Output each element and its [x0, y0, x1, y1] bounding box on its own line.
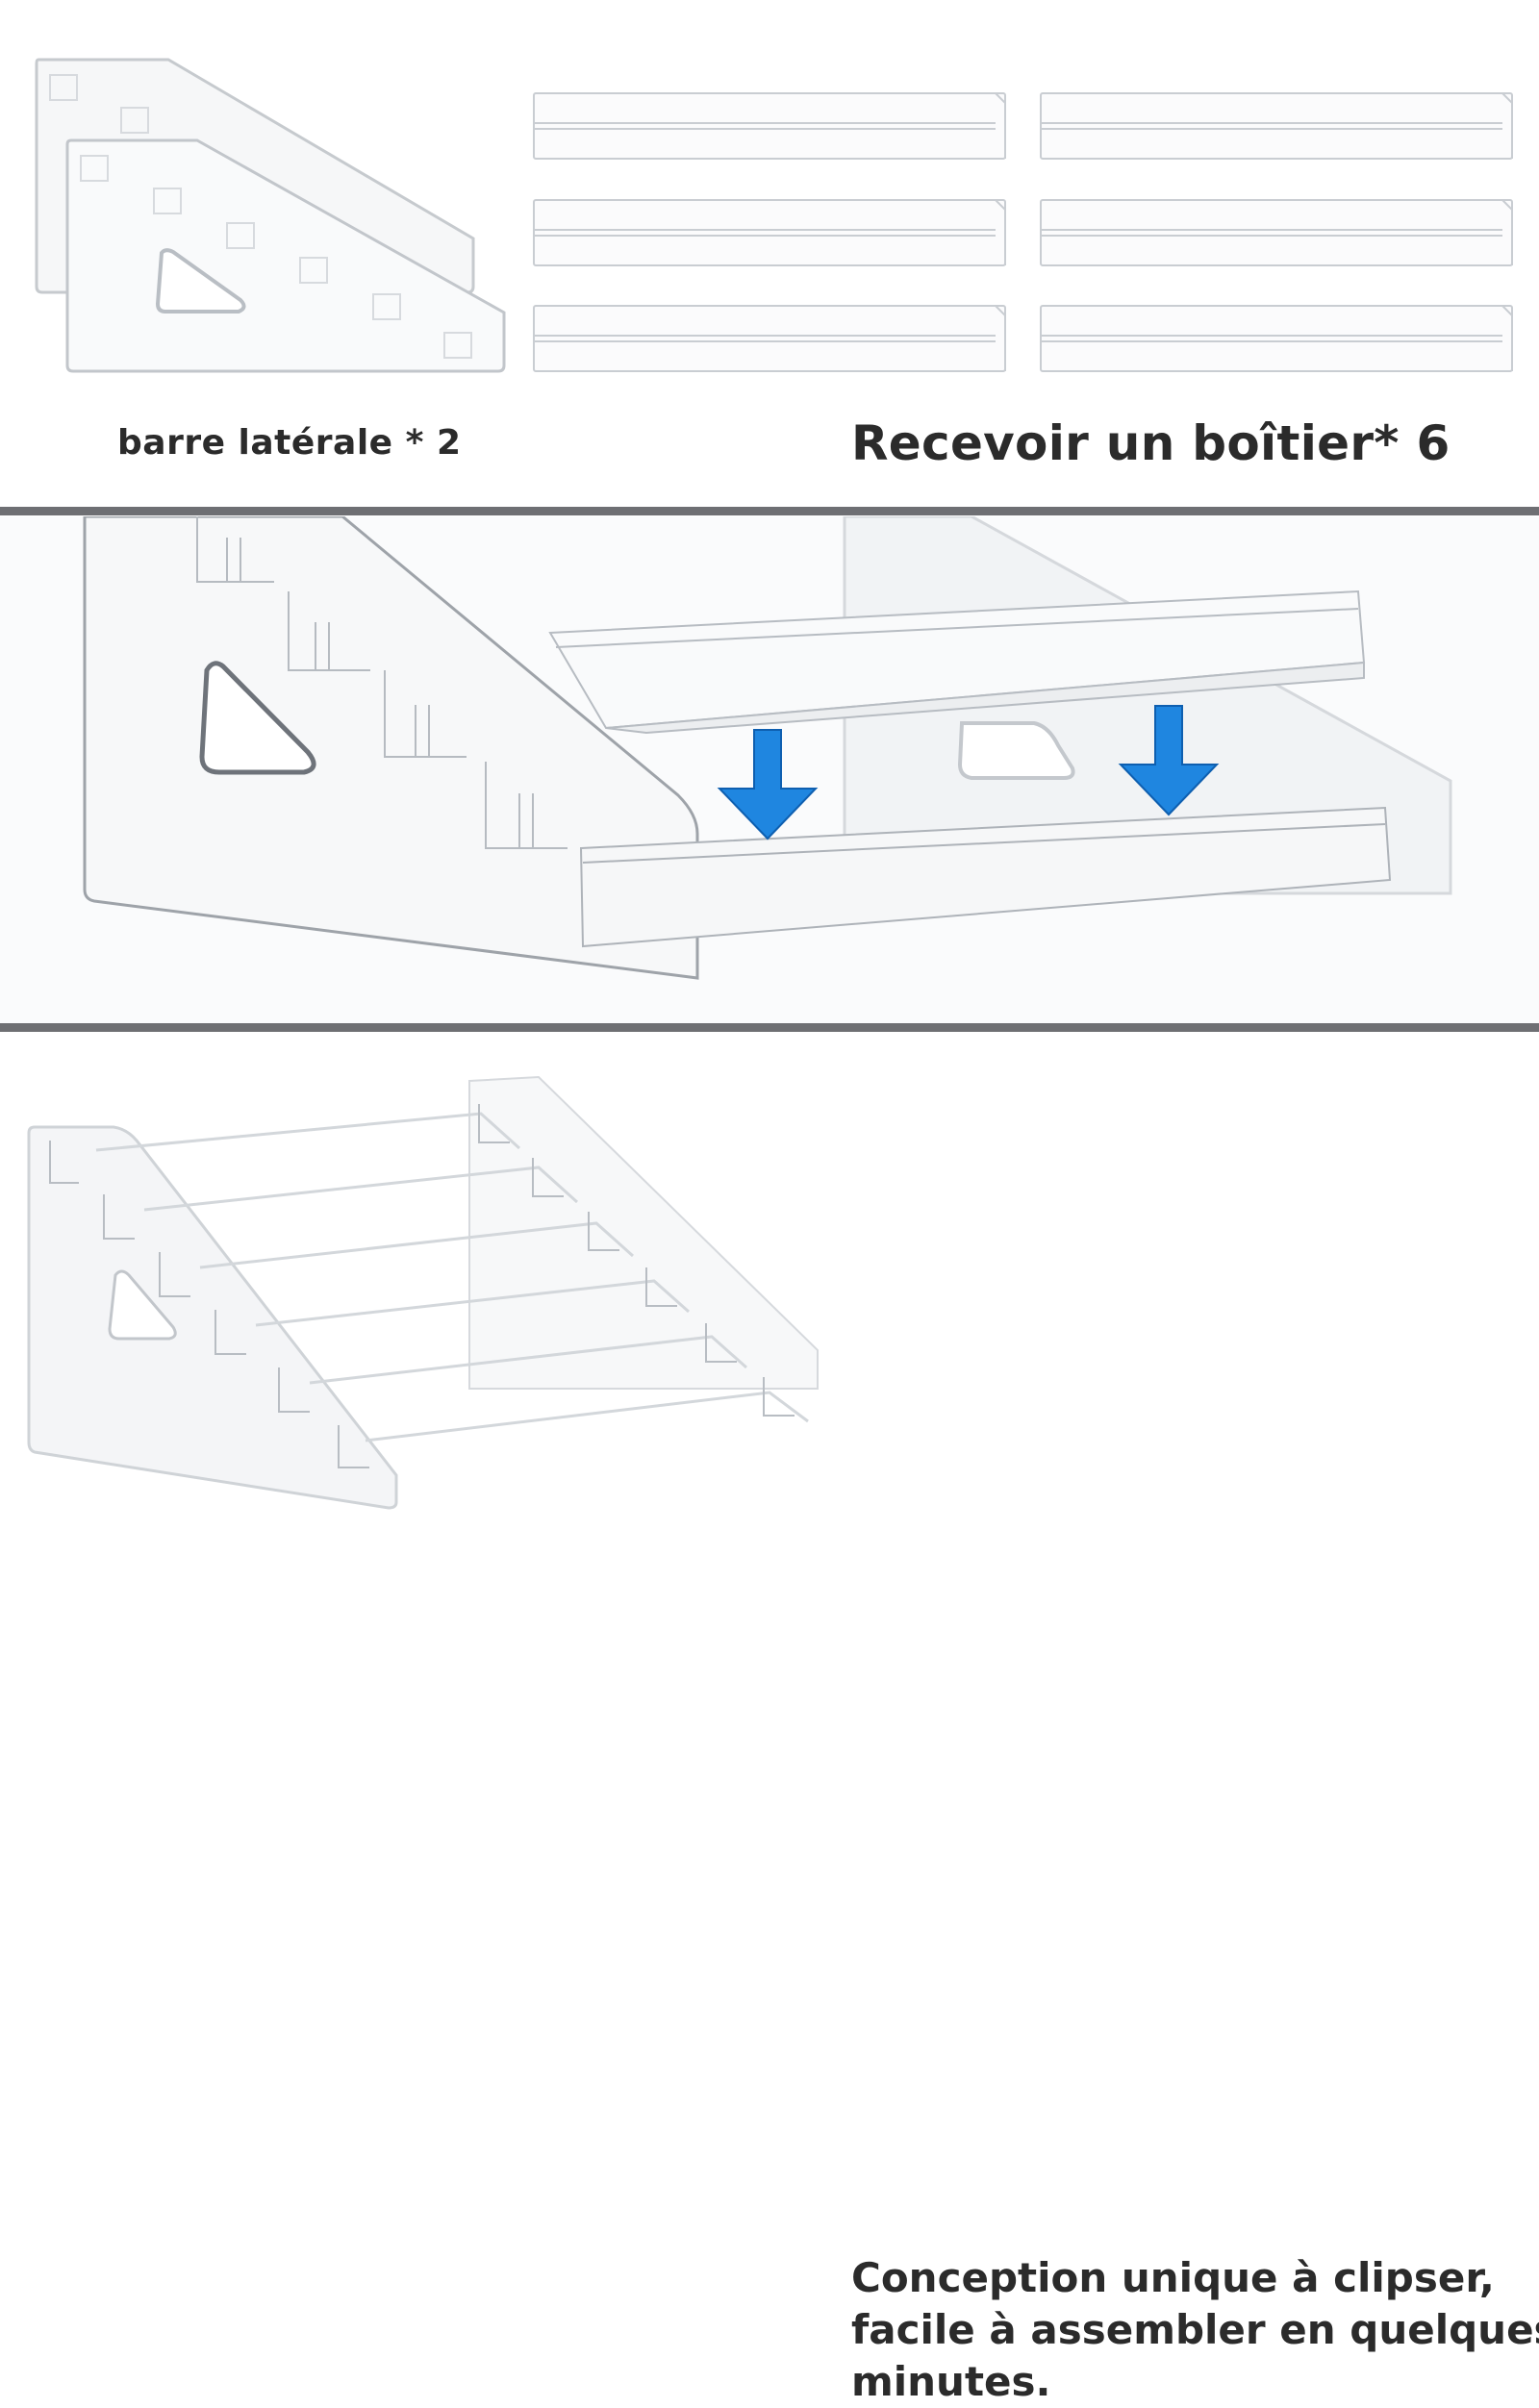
- box-installed: [579, 806, 1392, 948]
- stand-side-panel: [27, 1125, 398, 1510]
- box-inserting: [548, 589, 1366, 735]
- tagline: Conception unique à clipser, facile à as…: [851, 2252, 1539, 2408]
- side-bar-slots: [49, 74, 472, 359]
- clip-hooks: [196, 516, 568, 849]
- side-bar-front: [65, 138, 506, 373]
- storage-box: [533, 199, 1006, 266]
- assembly-illustration: [83, 516, 1452, 980]
- tagline-line: minutes.: [851, 2358, 1051, 2405]
- down-arrow-icon: [1118, 705, 1220, 816]
- assembly-panel: [0, 516, 1539, 1023]
- down-arrow-icon: [717, 729, 819, 840]
- tagline-line: facile à assembler en quelques: [851, 2306, 1539, 2353]
- storage-box: [533, 92, 1006, 160]
- parts-panel: barre latérale * 2 Recevoir un boîtier* …: [0, 0, 1539, 507]
- storage-box: [1040, 92, 1513, 160]
- parts-illustration: [35, 58, 1513, 373]
- stand-back-panel: [468, 1075, 819, 1390]
- tagline-line: Conception unique à clipser,: [851, 2254, 1495, 2301]
- storage-box: [1040, 199, 1513, 266]
- box-caption: Recevoir un boîtier* 6: [851, 415, 1451, 471]
- stand-clips: [49, 1104, 795, 1468]
- divider: [0, 507, 1539, 515]
- storage-box: [533, 305, 1006, 372]
- storage-boxes: [533, 92, 1513, 372]
- finished-panel: Conception unique à clipser, facile à as…: [0, 1033, 1539, 2405]
- side-bar-caption: barre latérale * 2: [117, 423, 462, 463]
- down-arrows: [717, 705, 1220, 840]
- stand-shelves: [95, 1112, 809, 1442]
- divider: [0, 1023, 1539, 1032]
- assembled-stand-illustration: [27, 1075, 819, 1510]
- storage-box: [1040, 305, 1513, 372]
